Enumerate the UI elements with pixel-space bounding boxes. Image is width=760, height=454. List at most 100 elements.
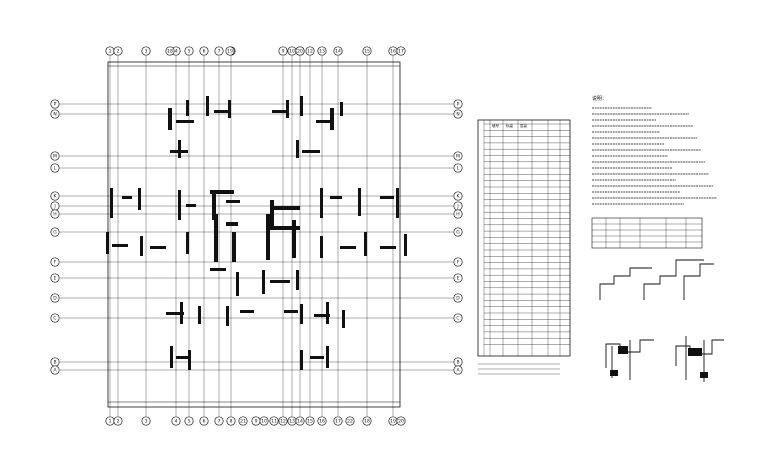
axis-label: 2 [117,49,120,55]
axis-bubble [453,99,463,109]
table-header-1: 墙号 [492,123,500,128]
axis-bubble [362,416,372,426]
shear-wall [178,140,181,158]
axis-label: 6 [203,49,206,55]
axis-label: 3 [145,49,148,55]
axis-bubble [50,273,60,283]
axis-label: L [54,166,57,172]
axis-bubble [453,257,463,267]
axis-label: F [54,260,57,266]
axis-label: 1 [109,49,112,55]
axis-label: F [457,260,460,266]
shear-wall [380,196,394,199]
axis-label: G [53,230,57,236]
axis-label: 13 [319,49,325,55]
shear-wall [140,236,143,256]
axis-label: 11 [271,419,277,425]
axis-label: 7 [218,49,221,55]
shear-wall [316,120,334,123]
table-header-3: 层高 [520,123,528,128]
shear-wall [166,312,184,315]
axis-label: 20 [297,49,303,55]
shear-wall [296,140,299,158]
detail-fill [618,346,628,354]
axis-label: C [53,316,56,322]
axis-bubble [345,416,355,426]
axis-label: 22 [347,419,353,425]
shear-wall [178,190,181,220]
axis-bubble [50,109,60,119]
table-header-2: 标高 [506,123,514,128]
section-details [599,259,724,382]
axis-bubble [214,46,224,56]
axis-bubble [184,46,194,56]
shear-wall [270,226,300,230]
axis-bubble [269,416,279,426]
axis-bubble [50,191,60,201]
shear-wall [284,310,298,313]
shear-wall [292,220,296,258]
axis-label: 5 [188,49,191,55]
shear-wall [274,206,300,210]
shear-wall [364,232,367,256]
axis-bubble [453,227,463,237]
shear-wall [110,188,113,218]
axis-label: E [54,276,57,282]
axis-bubble [199,416,209,426]
axis-bubble [305,46,315,56]
shear-wall [180,302,183,324]
axis-bubble [317,416,327,426]
axis-label: 15 [307,419,313,425]
axis-bubble [50,313,60,323]
axis-bubble [50,293,60,303]
shear-wall [186,232,189,254]
shear-wall [314,314,330,317]
shear-wall [310,356,324,359]
axis-label: 7 [218,419,221,425]
axis-label: K [457,194,461,200]
axis-bubble [453,191,463,201]
axis-bubble [141,46,151,56]
axis-grid-lines [60,56,453,416]
shear-wall [226,222,238,226]
detail-fill [700,372,708,378]
axis-label: 14 [297,419,303,425]
axis-label: 16 [390,49,396,55]
axis-label: M [456,154,460,160]
axis-label: P [54,102,57,108]
axis-label: B [456,360,459,366]
shear-wall [396,188,399,218]
axis-label: 20 [398,419,404,425]
shear-wall [138,188,141,210]
axis-label: 12 [280,419,286,425]
axis-bubble [278,416,288,426]
axis-label: 21 [240,419,246,425]
notes-block: 说明： [591,95,717,249]
axis-bubble [396,46,406,56]
shear-wall-elements [106,96,407,370]
shear-wall [232,232,236,262]
axis-bubble [141,416,151,426]
axis-label: 5 [188,419,191,425]
axis-label: 16 [319,419,325,425]
axis-label: A [53,368,57,374]
axis-label: 19 [227,49,233,55]
shear-wall [186,100,189,116]
shear-wall [326,302,329,324]
axis-label: E [457,276,460,282]
shear-wall [198,306,201,324]
shear-wall [188,350,191,370]
axis-bubble [113,416,123,426]
axis-bubble [453,273,463,283]
axis-label: C [456,316,459,322]
plan-dimension-frame [107,61,401,408]
axis-label: 10 [261,419,267,425]
axis-label: 19 [390,419,396,425]
axis-bubble [113,46,123,56]
axis-bubble [50,365,60,375]
